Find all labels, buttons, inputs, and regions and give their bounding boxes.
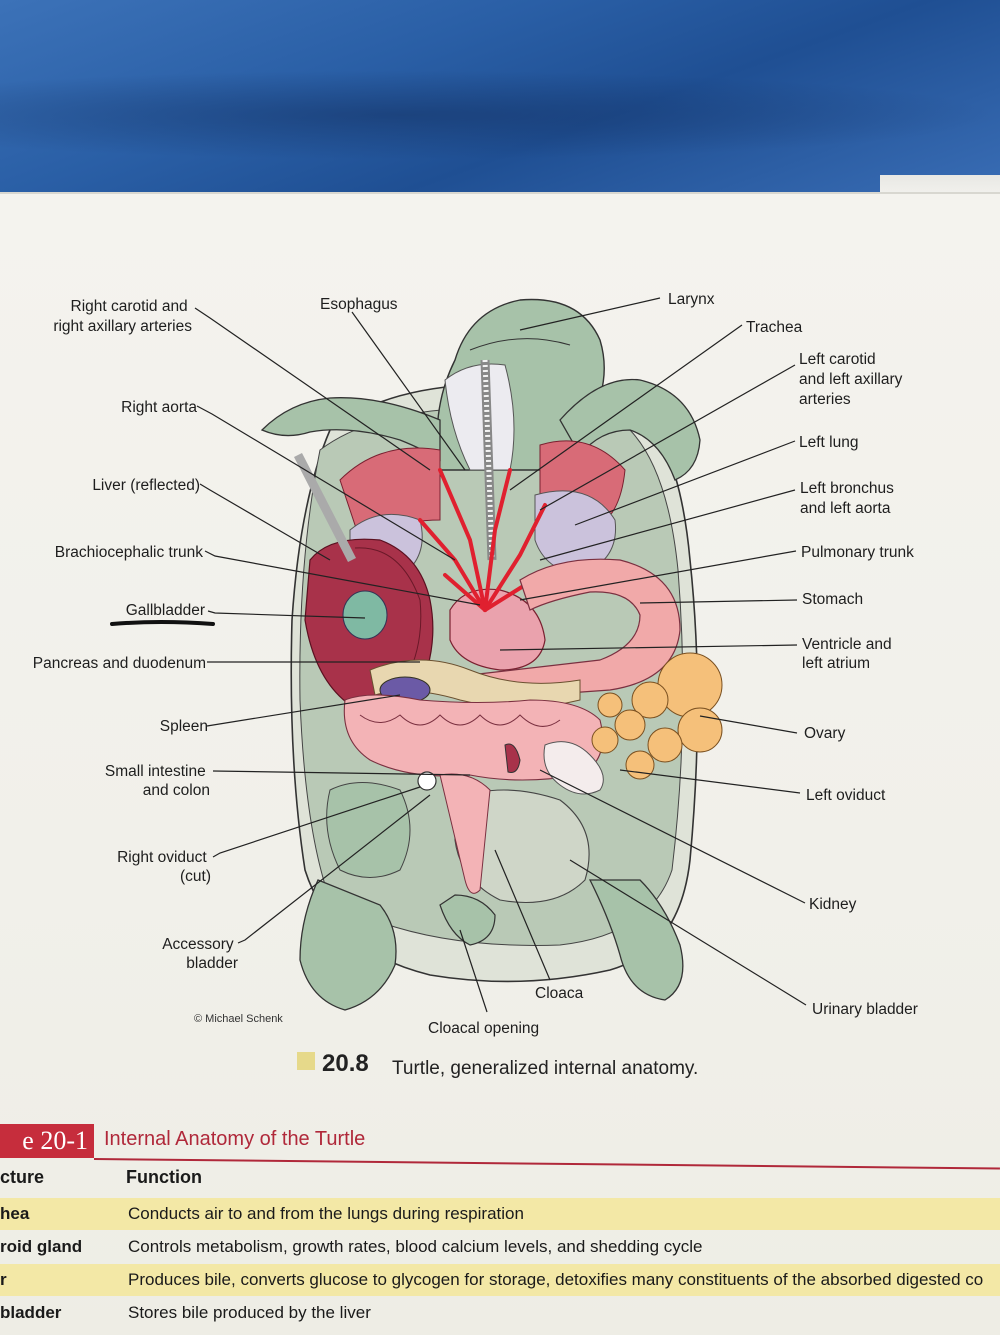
table-row: r Produces bile, converts glucose to gly… <box>0 1264 1000 1296</box>
labels: Right carotid and right axillary arterie… <box>33 291 918 1037</box>
table-cell-structure: roid gland <box>0 1237 83 1256</box>
label-urinary-bladder: Urinary bladder <box>812 1001 918 1018</box>
pancreas-duodenum-shape <box>369 659 581 708</box>
label-pancreas: Pancreas and duodenum <box>33 655 206 672</box>
table-cell-function: Stores bile produced by the liver <box>128 1303 371 1322</box>
kidney-shape <box>504 743 521 773</box>
label-right-carotid: Right carotid and right axillary arterie… <box>53 298 192 335</box>
dissection-probe <box>293 452 357 563</box>
label-ventricle: Ventricle and left atrium <box>802 636 896 672</box>
caption-number: 20.8 <box>322 1050 369 1077</box>
left-front-flipper <box>559 378 701 481</box>
label-gallbladder: Gallbladder <box>126 602 205 619</box>
left-lung-shape <box>534 490 617 576</box>
trachea-rings <box>482 359 495 561</box>
head-jaw <box>469 338 571 351</box>
label-stomach: Stomach <box>802 591 863 608</box>
label-cloaca: Cloaca <box>535 985 584 1002</box>
label-right-oviduct: Right oviduct (cut) <box>117 849 211 885</box>
label-ovary: Ovary <box>804 725 846 742</box>
right-front-flipper <box>260 397 441 462</box>
table-cell-function: Controls metabolism, growth rates, blood… <box>128 1237 703 1256</box>
table-title: Internal Anatomy of the Turtle <box>104 1128 366 1150</box>
tail <box>439 894 496 946</box>
left-rear-leg <box>588 879 684 1001</box>
page-edge <box>880 175 1000 197</box>
fabric-fold <box>0 70 1000 160</box>
table-header-function: Function <box>126 1167 202 1187</box>
label-pulmonary: Pulmonary trunk <box>801 544 914 561</box>
table-cell-structure: r <box>0 1270 7 1289</box>
table-number: e 20-1 <box>0 1124 94 1158</box>
label-spleen: Spleen <box>160 718 208 735</box>
figure-caption: 20.8 Turtle, generalized internal anatom… <box>297 1050 698 1079</box>
table-cell-structure: hea <box>0 1204 30 1223</box>
table-header: cture Function <box>0 1164 1000 1192</box>
label-right-aorta: Right aorta <box>121 399 197 416</box>
anatomy-table: e 20-1 Internal Anatomy of the Turtle ct… <box>0 1122 1000 1333</box>
label-left-carotid: Left carotid and left axillary arteries <box>799 351 907 408</box>
table-header-structure: cture <box>0 1167 45 1187</box>
caption-text: Turtle, generalized internal anatomy. <box>392 1058 698 1079</box>
label-cloacal-opening: Cloacal opening <box>428 1020 539 1037</box>
label-larynx: Larynx <box>668 291 715 308</box>
label-liver: Liver (reflected) <box>92 477 200 494</box>
gallbladder-shape <box>342 590 388 640</box>
gallbladder-underline <box>110 620 215 626</box>
label-esophagus: Esophagus <box>320 296 398 313</box>
small-intestine-shape <box>343 694 604 781</box>
label-left-bronchus: Left bronchus and left aorta <box>800 480 898 517</box>
label-left-oviduct: Left oviduct <box>806 787 886 804</box>
turtle-illustration <box>260 298 723 1011</box>
table-row: roid gland Controls metabolism, growth r… <box>0 1231 1000 1263</box>
intestine-coils <box>359 714 561 727</box>
table-row: hea Conducts air to and from the lungs d… <box>0 1198 1000 1230</box>
label-brachiocephalic: Brachiocephalic trunk <box>55 544 203 561</box>
label-left-lung: Left lung <box>799 434 858 451</box>
table-cell-function: Produces bile, converts glucose to glyco… <box>128 1270 984 1289</box>
leader-lines <box>194 297 807 1013</box>
right-oviduct-cut <box>417 771 437 791</box>
label-trachea: Trachea <box>746 319 803 336</box>
accessory-bladder-shape <box>326 782 411 878</box>
esophagus-tube <box>444 363 515 471</box>
label-kidney: Kidney <box>809 896 857 913</box>
right-rear-leg <box>299 879 397 1011</box>
label-small-intestine: Small intestine and colon <box>105 763 210 799</box>
table-cell-function: Conducts air to and from the lungs durin… <box>128 1204 524 1223</box>
table-row: bladder Stores bile produced by the live… <box>0 1297 1000 1329</box>
table-title-row: e 20-1 Internal Anatomy of the Turtle <box>0 1122 1000 1170</box>
credit-text: © Michael Schenk <box>194 1013 283 1025</box>
label-accessory-bladder: Accessory bladder <box>162 936 238 972</box>
table-cell-structure: bladder <box>0 1303 62 1322</box>
caption-square <box>297 1052 315 1070</box>
